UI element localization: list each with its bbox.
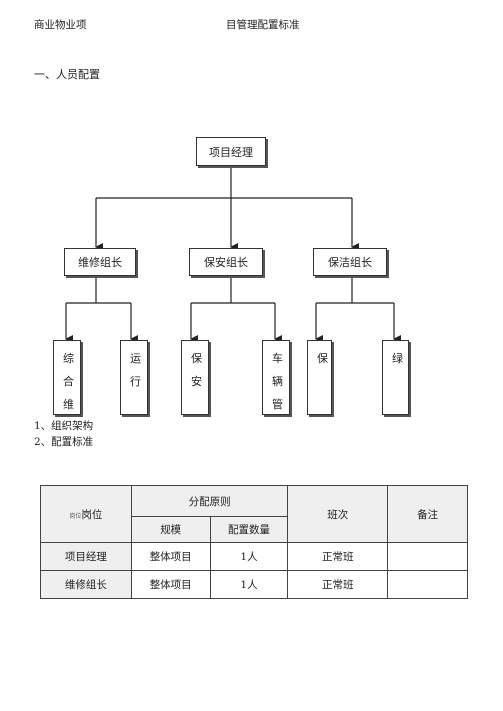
- table-row: 维修组长 整体项目 1人 正常班: [40, 570, 468, 599]
- config-table: 岗位岗位 分配原则 班次 备注 规模 配置数量 项目经理 整体项目 1人 正常班…: [40, 485, 468, 599]
- header-note: 备注: [387, 485, 468, 543]
- leaf-vehicle-mgmt: 车辆管: [262, 340, 290, 415]
- cell-note: [387, 570, 468, 599]
- leaf-greening: 绿: [382, 340, 409, 415]
- table-header-row: 岗位岗位 分配原则 班次 备注: [40, 485, 468, 543]
- node-cleaning-leader: 保洁组长: [313, 248, 387, 276]
- leaf-general-repair: 综合维: [53, 340, 81, 415]
- cell-post: 维修组长: [40, 570, 132, 599]
- table-row: 项目经理 整体项目 1人 正常班: [40, 542, 468, 571]
- cell-scale: 整体项目: [130, 570, 211, 599]
- header-right: 目管理配置标准: [226, 19, 300, 31]
- header-left: 商业物业项: [34, 19, 87, 31]
- section-title: 一、人员配置: [34, 68, 100, 81]
- header-shift: 班次: [287, 485, 389, 543]
- cell-scale: 整体项目: [130, 542, 211, 571]
- node-security-leader: 保安组长: [189, 248, 263, 276]
- cell-shift: 正常班: [287, 542, 389, 571]
- leaf-security: 保安: [181, 340, 209, 415]
- leaf-label: 综合维: [63, 352, 74, 411]
- header-post-small: 岗位: [69, 512, 82, 520]
- leaf-operation: 运行: [120, 340, 148, 415]
- item-org-structure: 1、组织架构: [34, 420, 94, 432]
- header-post-label: 岗位: [81, 508, 103, 521]
- cell-post: 项目经理: [40, 542, 132, 571]
- leaf-label: 保安: [191, 352, 202, 388]
- header-principle: 分配原则: [130, 485, 289, 517]
- header-quantity: 配置数量: [209, 516, 289, 543]
- leaf-label: 保: [317, 352, 328, 365]
- leaf-label: 车辆管: [272, 352, 283, 411]
- leaf-label: 绿: [392, 352, 403, 365]
- header-post: 岗位岗位: [40, 485, 132, 543]
- item-config-standard: 2、配置标准: [34, 436, 94, 448]
- cell-qty: 1人: [209, 542, 289, 571]
- header-scale: 规模: [130, 516, 211, 543]
- node-project-manager: 项目经理: [196, 137, 266, 166]
- cell-note: [387, 542, 468, 571]
- table-subheader-row: 规模 配置数量: [41, 516, 468, 543]
- leaf-label: 运行: [130, 352, 141, 388]
- cell-shift: 正常班: [287, 570, 389, 599]
- node-repair-leader: 维修组长: [64, 248, 136, 276]
- cell-qty: 1人: [209, 570, 289, 599]
- leaf-cleaning: 保: [307, 340, 332, 415]
